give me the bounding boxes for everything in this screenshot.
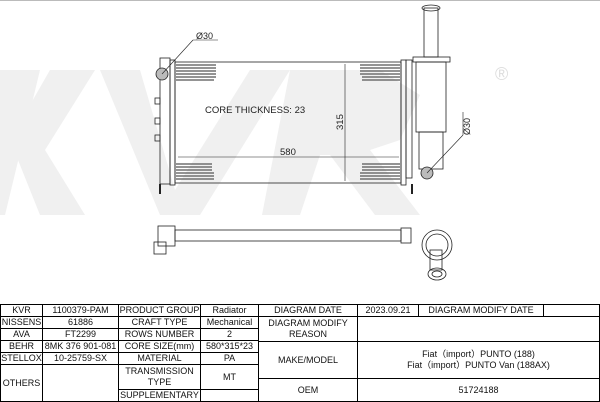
brand-others: OTHERS	[0, 364, 43, 402]
width-dimension: 580	[280, 147, 296, 158]
height-dimension: 315	[335, 114, 346, 130]
core-thickness-label: CORE THICKNESS: 23	[205, 105, 305, 116]
make-model-line: Fiat（import）PUNTO (188)	[422, 349, 535, 359]
make-model-line: Fiat（import）PUNTO Van (188AX)	[407, 360, 550, 370]
value-supplementary	[200, 389, 259, 402]
inlet-diameter: Ø30	[196, 31, 213, 41]
label-oem: OEM	[258, 378, 358, 402]
kvr-watermark: ®	[0, 64, 508, 215]
bottom-view	[153, 225, 453, 281]
value-diagram-modify-reason	[357, 316, 600, 342]
code-others	[42, 364, 119, 402]
value-oem: 51724188	[357, 378, 600, 402]
label-make-model: MAKE/MODEL	[258, 341, 358, 379]
spec-table: KVR 1100379-PAM PRODUCT GROUP Radiator N…	[0, 304, 600, 402]
label-supplementary: SUPPLEMENTARY	[118, 389, 201, 402]
label-diagram-modify-reason: DIAGRAM MODIFY REASON	[258, 316, 358, 342]
value-make-model: Fiat（import）PUNTO (188) Fiat（import）PUNT…	[357, 341, 600, 379]
outlet-diameter: Ø30	[462, 118, 472, 135]
registered-mark: ®	[495, 64, 508, 84]
value-transmission-type: MT	[200, 364, 259, 390]
dimensions	[161, 39, 464, 181]
label-transmission-type: TRANSMISSION TYPE	[118, 364, 201, 390]
radiator-drawing: ® CORE THICKNESS: 23 580 315 Ø30 Ø30	[0, 0, 600, 281]
